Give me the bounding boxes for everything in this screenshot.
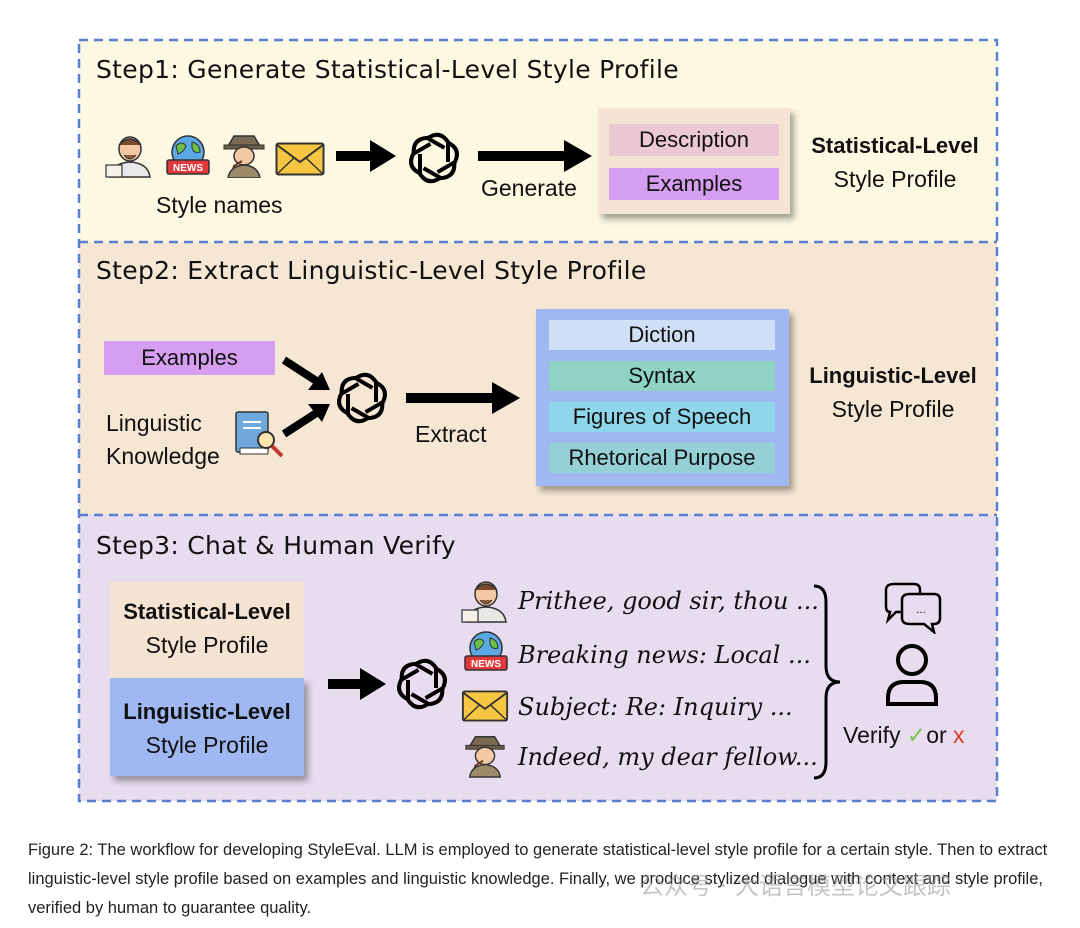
description-tag: Description [609,124,779,156]
statistical-level-label: Statistical-Level [811,133,979,158]
svg-text:NEWS: NEWS [471,659,501,670]
arrow-right-icon [336,140,396,172]
svg-text:...: ... [916,605,926,616]
dialogue-line: Indeed, my dear fellow... [518,743,818,771]
examples-tag: Examples [104,341,275,375]
envelope-icon [275,142,325,176]
statistical-level-label: Statistical-Level [123,599,291,624]
news-globe-icon: NEWS [166,135,210,175]
openai-logo-icon [337,372,387,424]
dialogue-line: Prithee, good sir, thou ... [518,587,819,615]
watermark: 公众号 · 大语言模型论文跟踪 [640,872,951,900]
dialogue-line: Subject: Re: Inquiry ... [518,693,793,721]
generate-label: Generate [481,175,577,201]
style-profile-label: Style Profile [833,166,957,192]
style-names-label: Style names [156,192,283,218]
envelope-icon [461,690,509,722]
figure-caption: Figure 2: The workflow for developing St… [28,841,1048,917]
step1-title: Step1: Generate Statistical-Level Style … [96,55,679,84]
dialogue-line: Breaking news: Local ... [518,641,811,669]
statistical-profile-card [110,582,304,678]
diction-tag: Diction [549,320,775,350]
extract-label: Extract [415,421,487,447]
step2-title: Step2: Extract Linguistic-Level Style Pr… [96,256,647,285]
examples-tag: Examples [609,168,779,200]
detective-icon [465,736,505,778]
shakespeare-icon [105,136,151,178]
syntax-tag: Syntax [549,361,775,391]
style-profile-label: Style Profile [831,396,955,422]
person-icon [886,644,938,706]
detective-icon [223,135,265,178]
x-icon: x [953,722,965,748]
arrow-right-icon [478,140,592,172]
check-icon: ✓ [906,722,927,748]
style-profile-label: Style Profile [145,632,269,658]
news-globe-icon: NEWS [464,631,508,671]
linguistic-level-label: Linguistic-Level [123,699,291,724]
figures-of-speech-tag: Figures of Speech [549,402,775,432]
curly-brace-icon [813,584,841,780]
arrow-up-right-icon [282,404,330,438]
style-profile-label: Style Profile [145,732,269,758]
or-text: or [926,722,947,748]
rhetorical-purpose-tag: Rhetorical Purpose [549,443,775,473]
verify-label: Verify ✓or x [843,722,965,749]
openai-logo-icon [409,132,459,184]
chat-bubbles-icon: ... [884,582,942,634]
arrow-right-icon [406,382,520,414]
svg-text:NEWS: NEWS [173,163,203,174]
verify-text: Verify [843,722,901,748]
shakespeare-icon [461,581,507,623]
openai-logo-icon [397,658,447,710]
step3-title: Step3: Chat & Human Verify [96,531,456,560]
linguistic-knowledge-label-line1: Linguistic [106,410,202,436]
arrow-right-icon [328,668,386,700]
arrow-down-right-icon [282,356,330,390]
book-search-icon [235,411,284,458]
linguistic-profile-card [110,678,304,776]
linguistic-level-label: Linguistic-Level [809,363,977,388]
linguistic-knowledge-label-line2: Knowledge [106,443,220,469]
